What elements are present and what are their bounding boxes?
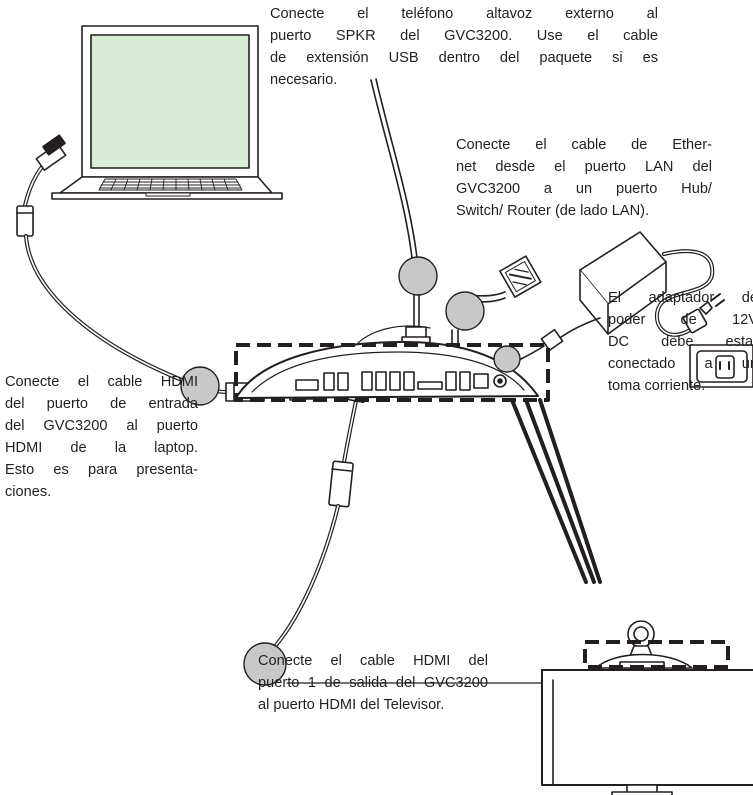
caption-line: net desde el puerto LAN del (456, 159, 712, 175)
caption-line: del puerto de entrada (5, 396, 198, 412)
caption-line: Conecte el cable HDMI (5, 374, 198, 390)
caption-line: puerto SPKR del GVC3200. Use el cable (270, 28, 658, 44)
caption-line: poder de 12V (608, 312, 753, 328)
caption-line: Switch/ Router (de lado LAN). (456, 203, 650, 219)
speaker-cable (370, 78, 431, 358)
caption-speaker: Conecte el teléfono altavoz externo al p… (270, 3, 658, 91)
callout-hdmi-in (180, 366, 220, 406)
caption-line: toma corriente. (608, 378, 706, 394)
wall-outlet-icon (689, 344, 753, 388)
callout-hdmi-out (243, 642, 287, 686)
callout-speaker (398, 256, 438, 296)
laptop-icon (51, 25, 283, 200)
caption-hdmi-in: Conecte el cable HDMI del puerto de entr… (5, 371, 198, 503)
caption-line: ciones. (5, 484, 52, 500)
camera-icon (595, 620, 693, 669)
caption-line: del GVC3200 al puerto (5, 418, 198, 434)
caption-hdmi-out: Conecte el cable HDMI del puerto 1 de sa… (258, 650, 488, 716)
callout-ethernet (445, 291, 485, 331)
caption-line: conectado a un (608, 356, 753, 372)
camera-highlight (583, 640, 730, 669)
caption-line: necesario. (270, 72, 338, 88)
gvc3200-device (235, 325, 539, 399)
hdmi-cable-tv (268, 365, 369, 654)
caption-line: Conecte el cable de Ether- (456, 137, 712, 153)
caption-line: puerto 1 de salida del GVC3200 (258, 675, 488, 691)
caption-ethernet: Conecte el cable de Ether- net desde el … (456, 134, 712, 222)
callout-power (493, 345, 521, 373)
caption-line: al puerto HDMI del Televisor. (258, 697, 445, 713)
caption-line: Conecte el teléfono altavoz externo al (270, 6, 658, 22)
caption-line: HDMI de la laptop. (5, 440, 198, 456)
caption-line: El adaptador de (608, 290, 753, 306)
caption-line: DC debe estar (608, 334, 753, 350)
caption-line: GVC3200 a un puerto Hub/ (456, 181, 712, 197)
television-icon (541, 669, 753, 795)
caption-power: El adaptador de poder de 12V DC debe est… (608, 287, 753, 397)
device-port-highlight (234, 343, 550, 402)
caption-line: de extensión USB dentro del paquete si e… (270, 50, 658, 66)
caption-line: Esto es para presenta- (5, 462, 198, 478)
caption-line: Conecte el cable HDMI del (258, 653, 488, 669)
